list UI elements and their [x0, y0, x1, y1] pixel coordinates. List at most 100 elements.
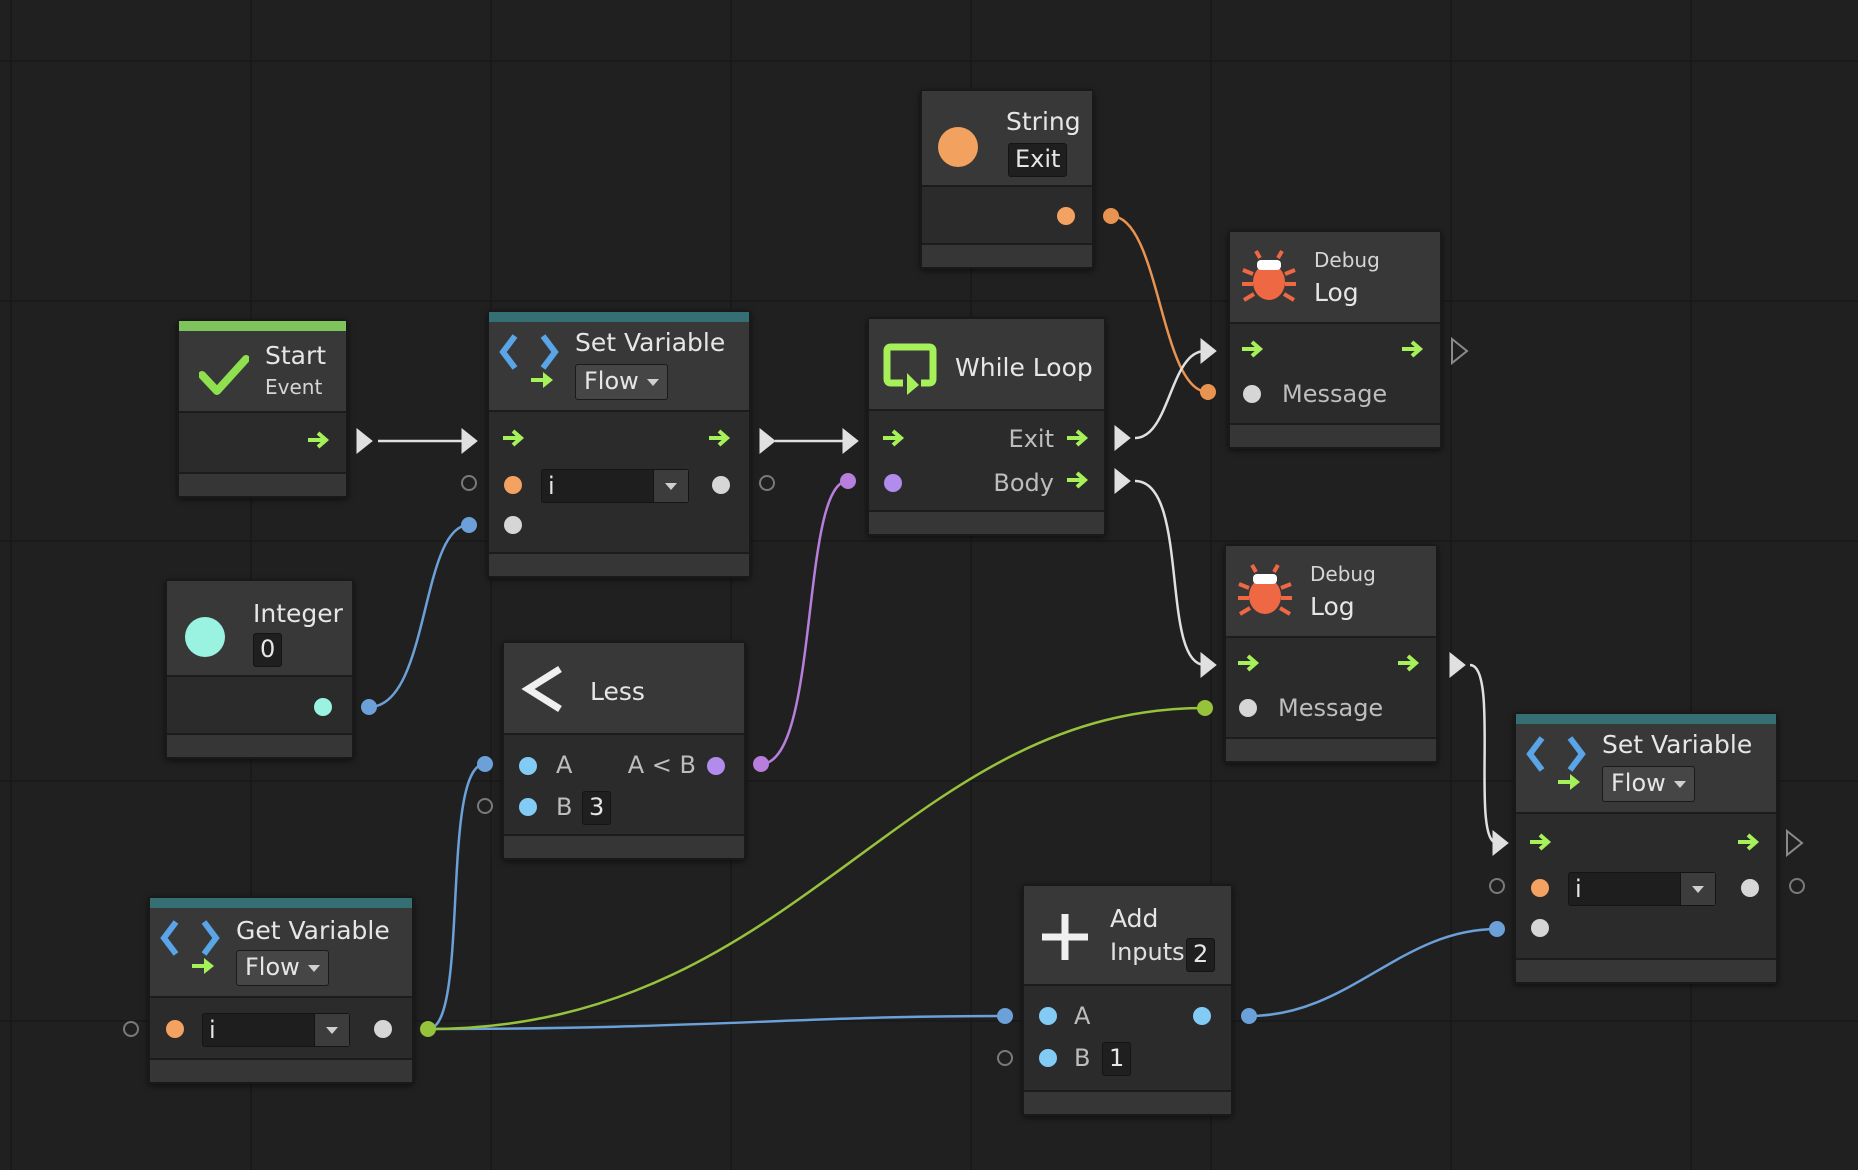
debug-log-node[interactable]: Debug Log Message [1224, 544, 1438, 763]
result-output-port[interactable] [707, 757, 725, 775]
flow-input-arrow-icon[interactable] [501, 428, 529, 448]
string-value-field[interactable]: Exit [1008, 143, 1068, 177]
wire-getvar-to-log2-message [427, 706, 1206, 1031]
variable-name-field[interactable]: i [1568, 872, 1716, 906]
wire-getvar-to-add-a [427, 1014, 1006, 1031]
b-input-port[interactable] [1039, 1049, 1057, 1067]
message-input-port[interactable] [1243, 385, 1261, 403]
variable-color-bar [150, 898, 412, 908]
node-footer [1230, 423, 1440, 447]
loop-arrow-icon [883, 343, 937, 395]
node-title: Integer [253, 599, 343, 628]
while-loop-node[interactable]: While Loop Exit Body [867, 317, 1106, 536]
node-footer [167, 733, 352, 757]
variable-kind-dropdown[interactable]: Flow [1602, 766, 1695, 802]
integer-value-field[interactable]: 0 [253, 633, 283, 667]
value-input-port[interactable] [504, 516, 522, 534]
debug-log-node[interactable]: Debug Log Message [1228, 230, 1442, 449]
wire-getvar-to-less-a [427, 762, 486, 1031]
body-flow-arrow-icon[interactable] [1065, 470, 1093, 490]
name-input-port[interactable] [1531, 879, 1549, 897]
wire-while-body-to-log2 [1134, 479, 1206, 667]
chevron-down-icon[interactable] [1680, 873, 1715, 905]
inputs-label: Inputs [1110, 938, 1185, 966]
message-port-label: Message [1282, 380, 1388, 408]
inputs-count-field[interactable]: 2 [1186, 938, 1216, 972]
flow-output-arrow-icon[interactable] [1736, 832, 1764, 852]
variable-name-field[interactable]: i [541, 469, 689, 503]
string-output-port[interactable] [1057, 207, 1075, 225]
node-title: String [1006, 107, 1081, 136]
node-footer [1226, 737, 1436, 761]
string-literal-node[interactable]: String Exit [920, 89, 1094, 269]
flow-output-arrow-icon[interactable] [1400, 339, 1428, 359]
variable-brackets-icon [1526, 736, 1586, 790]
variable-name-field[interactable]: i [202, 1013, 350, 1047]
wire-integer-to-setvar1 [368, 523, 470, 709]
variable-brackets-icon [499, 334, 559, 388]
node-subtitle: Event [265, 375, 323, 399]
wire-add-to-setvar2 [1248, 927, 1498, 1018]
node-footer [869, 510, 1104, 534]
wire-less-to-while-cond [760, 479, 849, 766]
start-event-node[interactable]: Start Event [177, 319, 348, 498]
a-input-port[interactable] [1039, 1007, 1057, 1025]
exit-flow-arrow-icon[interactable] [1065, 428, 1093, 448]
node-footer [922, 243, 1092, 267]
integer-output-port[interactable] [314, 698, 332, 716]
add-node[interactable]: Add Inputs 2 A B 1 [1022, 884, 1233, 1116]
node-category: Debug [1314, 248, 1380, 272]
chevron-down-icon[interactable] [314, 1014, 349, 1046]
body-port-label: Body [993, 469, 1054, 497]
wire-string-to-log-message [1110, 214, 1209, 394]
variable-brackets-icon [160, 920, 220, 974]
b-port-label: B [556, 793, 573, 821]
b-value-field[interactable]: 1 [1102, 1042, 1132, 1076]
flow-input-arrow-icon[interactable] [1236, 653, 1264, 673]
chevron-down-icon[interactable] [653, 470, 688, 502]
message-input-port[interactable] [1239, 699, 1257, 717]
node-footer [504, 834, 744, 858]
set-variable-node[interactable]: Set Variable Flow i [1514, 712, 1778, 984]
exit-port-label: Exit [1008, 425, 1054, 453]
wire-while-exit-to-log1 [1134, 349, 1206, 440]
less-than-icon [521, 666, 562, 712]
a-input-port[interactable] [519, 757, 537, 775]
integer-literal-node[interactable]: Integer 0 [165, 579, 354, 759]
b-value-field[interactable]: 3 [582, 791, 612, 825]
variable-kind-dropdown[interactable]: Flow [236, 950, 329, 986]
b-input-port[interactable] [519, 798, 537, 816]
node-title: Log [1310, 592, 1355, 621]
flow-input-arrow-icon[interactable] [1528, 832, 1556, 852]
checkmark-icon [199, 355, 249, 395]
node-category: Debug [1310, 562, 1376, 586]
condition-input-port[interactable] [884, 474, 902, 492]
node-title: Get Variable [236, 916, 390, 945]
sum-output-port[interactable] [1193, 1007, 1211, 1025]
set-variable-node[interactable]: Set Variable Flow i [487, 310, 751, 578]
name-input-port[interactable] [504, 476, 522, 494]
node-title: Set Variable [575, 328, 726, 357]
name-input-port[interactable] [166, 1020, 184, 1038]
less-node[interactable]: Less A A < B B 3 [502, 641, 746, 860]
flow-output-arrow-icon[interactable] [306, 430, 334, 450]
node-footer [1516, 958, 1776, 982]
message-port-label: Message [1278, 694, 1384, 722]
value-input-port[interactable] [1531, 919, 1549, 937]
flow-input-arrow-icon[interactable] [881, 428, 909, 448]
orange-circle-icon [938, 127, 978, 167]
flow-input-arrow-icon[interactable] [1240, 339, 1268, 359]
a-port-label: A [1074, 1002, 1091, 1030]
bug-icon [1238, 564, 1292, 616]
variable-kind-dropdown[interactable]: Flow [575, 364, 668, 400]
b-port-label: B [1074, 1044, 1091, 1072]
value-output-port[interactable] [374, 1020, 392, 1038]
node-title: While Loop [955, 353, 1093, 382]
event-color-bar [179, 321, 346, 331]
get-variable-node[interactable]: Get Variable Flow i [148, 896, 414, 1084]
flow-output-arrow-icon[interactable] [1396, 653, 1424, 673]
flow-output-arrow-icon[interactable] [707, 428, 735, 448]
value-output-port[interactable] [1741, 879, 1759, 897]
value-output-port[interactable] [712, 476, 730, 494]
